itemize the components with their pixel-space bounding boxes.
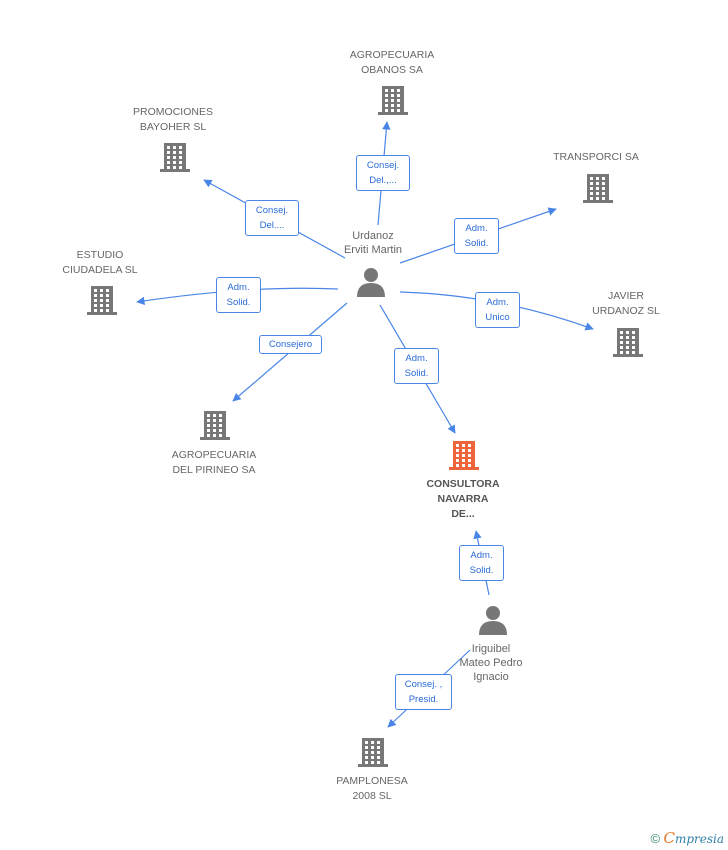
brand-name: mpresia	[674, 832, 724, 846]
copyright-icon: ©	[650, 831, 661, 846]
relation-badge-pamplonesa[interactable]: Consej. , Presid.	[395, 674, 452, 710]
relation-badge-obanos[interactable]: Consej. Del.,...	[356, 155, 410, 191]
building-icon-consultora-navarra[interactable]	[449, 441, 479, 470]
brand-logo[interactable]: Cmpresia	[663, 829, 724, 847]
company-label-promociones-bayoher[interactable]: PROMOCIONES BAYOHER SL	[133, 106, 213, 133]
relation-badge-bayoher[interactable]: Consej. Del....	[245, 200, 299, 236]
company-label-javier-urdanoz[interactable]: JAVIER URDANOZ SL	[592, 290, 660, 317]
company-label-agropecuaria-obanos[interactable]: AGROPECUARIA OBANOS SA	[349, 49, 435, 76]
relation-badge-transporci[interactable]: Adm. Solid.	[454, 218, 499, 254]
relation-badge-javier[interactable]: Adm. Unico	[475, 292, 520, 328]
copyright-footer: © Cmpresia	[651, 829, 724, 847]
building-icon-pamplonesa[interactable]	[358, 738, 388, 767]
building-icon-promociones-bayoher[interactable]	[160, 143, 190, 172]
company-label-pamplonesa[interactable]: PAMPLONESA 2008 SL	[336, 775, 408, 802]
company-label-agropecuaria-pirineo[interactable]: AGROPECUARIA DEL PIRINEO SA	[171, 449, 257, 476]
building-icon-agropecuaria-pirineo[interactable]	[200, 411, 230, 440]
icons-layer	[87, 86, 643, 767]
company-label-consultora-navarra[interactable]: CONSULTORA NAVARRA DE...	[426, 478, 500, 520]
person-label-iriguibel[interactable]: Iriguibel Mateo Pedro Ignacio	[459, 643, 523, 683]
relation-badge-consultora-urdanoz[interactable]: Adm. Solid.	[394, 348, 439, 384]
relation-badge-consultora-iriguibel[interactable]: Adm. Solid.	[459, 545, 504, 581]
building-icon-agropecuaria-obanos[interactable]	[378, 86, 408, 115]
person-label-urdanoz[interactable]: Urdanoz Erviti Martin	[343, 230, 403, 256]
person-icon-urdanoz[interactable]	[357, 268, 385, 297]
brand-initial: C	[663, 829, 675, 847]
building-icon-transporci[interactable]	[583, 174, 613, 203]
company-label-estudio-ciudadela[interactable]: ESTUDIO CIUDADELA SL	[62, 249, 138, 276]
building-icon-estudio-ciudadela[interactable]	[87, 286, 117, 315]
relation-badge-pirineo[interactable]: Consejero	[259, 335, 322, 354]
relation-badge-ciudadela[interactable]: Adm. Solid.	[216, 277, 261, 313]
company-label-transporci[interactable]: TRANSPORCI SA	[553, 151, 639, 163]
person-icon-iriguibel[interactable]	[479, 606, 507, 635]
building-icon-javier-urdanoz[interactable]	[613, 328, 643, 357]
